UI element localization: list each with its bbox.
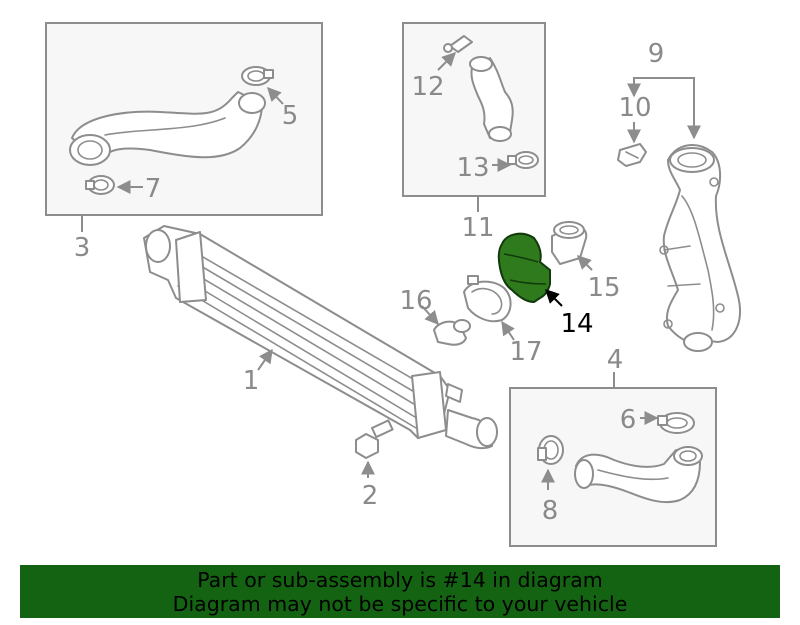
callout-2[interactable]: 2 bbox=[362, 481, 379, 511]
banner-line-2: Diagram may not be specific to your vehi… bbox=[172, 592, 628, 616]
callout-5[interactable]: 5 bbox=[282, 101, 299, 131]
clip-17[interactable] bbox=[463, 275, 512, 323]
intercooler-hose-lower[interactable] bbox=[574, 446, 703, 504]
callout-15[interactable]: 15 bbox=[587, 273, 620, 303]
group-box-3: 3 5 7 bbox=[45, 22, 323, 263]
group-box-4: 4 6 8 bbox=[509, 345, 717, 547]
intercooler-hose-upper[interactable] bbox=[69, 91, 266, 166]
callout-10[interactable]: 10 bbox=[618, 93, 651, 123]
connector-fitting-12[interactable] bbox=[443, 35, 473, 53]
callout-6[interactable]: 6 bbox=[620, 405, 637, 435]
bracket-10[interactable] bbox=[617, 143, 647, 167]
part-14-highlighted[interactable] bbox=[497, 232, 551, 303]
banner-line-1: Part or sub-assembly is #14 in diagram bbox=[197, 568, 603, 592]
callout-8[interactable]: 8 bbox=[542, 496, 559, 526]
intercooler-1[interactable] bbox=[143, 225, 498, 450]
callout-9[interactable]: 9 bbox=[648, 39, 665, 69]
group-box-11: 11 12 13 bbox=[402, 22, 546, 243]
callout-13[interactable]: 13 bbox=[456, 153, 489, 183]
callout-17[interactable]: 17 bbox=[509, 337, 542, 367]
callout-3[interactable]: 3 bbox=[74, 233, 91, 263]
grommet-15[interactable] bbox=[551, 221, 588, 265]
callout-16[interactable]: 16 bbox=[399, 286, 432, 316]
hose-clamp-8[interactable] bbox=[537, 435, 564, 465]
hose-clamp-5[interactable] bbox=[241, 66, 274, 86]
callout-12[interactable]: 12 bbox=[411, 72, 444, 102]
callout-4[interactable]: 4 bbox=[607, 345, 624, 375]
callout-1[interactable]: 1 bbox=[243, 366, 260, 396]
info-banner: Part or sub-assembly is #14 in diagram D… bbox=[20, 565, 780, 618]
intake-hose-11[interactable] bbox=[469, 56, 514, 142]
hose-clamp-6[interactable] bbox=[657, 412, 695, 434]
bolt-2[interactable] bbox=[355, 419, 394, 459]
callout-14[interactable]: 14 bbox=[560, 309, 593, 339]
group-9-10: 9 10 bbox=[617, 39, 741, 352]
callout-11[interactable]: 11 bbox=[461, 213, 494, 243]
hose-clamp-7[interactable] bbox=[85, 175, 115, 195]
air-duct-9[interactable] bbox=[659, 144, 741, 352]
cap-16[interactable] bbox=[433, 319, 471, 346]
callout-7[interactable]: 7 bbox=[145, 174, 162, 204]
